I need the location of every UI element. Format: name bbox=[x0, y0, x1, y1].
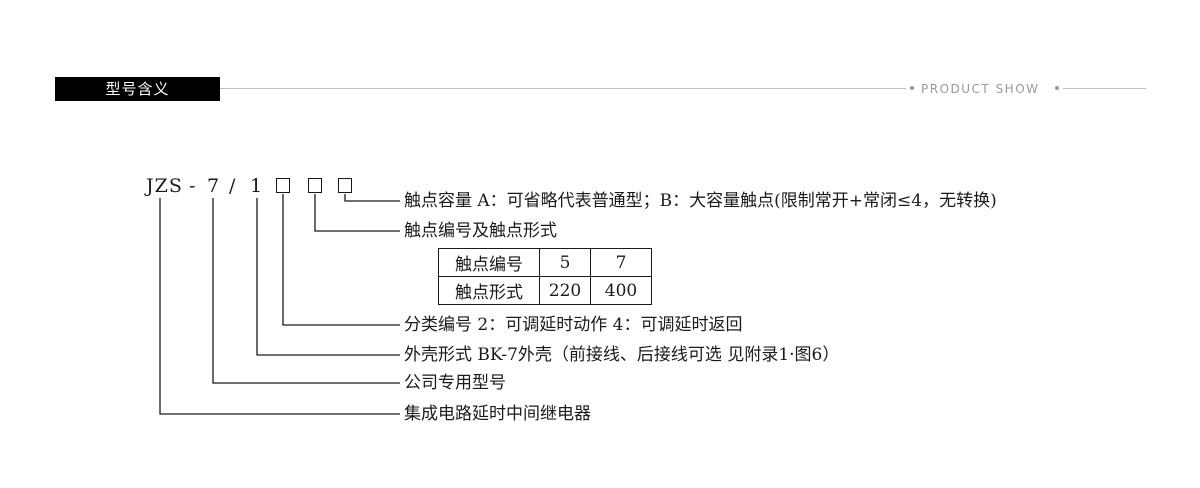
table-cell: 触点编号 bbox=[438, 248, 540, 277]
model-digit-b: 1 bbox=[250, 175, 264, 197]
product-show-label: PRODUCT SHOW bbox=[921, 82, 1040, 96]
divider-dot-left bbox=[910, 86, 914, 90]
table-cell: 7 bbox=[590, 248, 652, 277]
table-row: 触点形式 220 400 bbox=[438, 276, 652, 305]
label-classification: 分类编号 2：可调延时动作 4：可调延时返回 bbox=[404, 315, 743, 335]
header-divider-left bbox=[220, 88, 906, 89]
code-box-contact-number bbox=[308, 178, 322, 193]
model-prefix: JZS bbox=[146, 175, 183, 197]
contact-table: 触点编号 5 7 触点形式 220 400 bbox=[438, 248, 652, 305]
table-cell: 400 bbox=[590, 276, 652, 305]
code-box-classification bbox=[276, 178, 290, 193]
section-tag: 型号含义 bbox=[55, 77, 220, 101]
table-cell: 触点形式 bbox=[438, 276, 540, 305]
leader-contact-capacity bbox=[344, 194, 400, 202]
label-contact-number-form: 触点编号及触点形式 bbox=[404, 221, 557, 241]
leader-product bbox=[159, 198, 400, 415]
code-box-contact-capacity bbox=[338, 178, 352, 193]
leader-company-model bbox=[212, 198, 400, 384]
label-contact-capacity: 触点容量 A：可省略代表普通型；B：大容量触点(限制常开+常闭≤4，无转换) bbox=[404, 191, 997, 211]
label-company-model: 公司专用型号 bbox=[404, 373, 506, 393]
table-cell: 5 bbox=[539, 248, 591, 277]
model-slash: / bbox=[229, 175, 237, 197]
divider-dot-right bbox=[1055, 86, 1059, 90]
model-dash: - bbox=[189, 175, 197, 197]
model-digit-a: 7 bbox=[207, 175, 221, 197]
label-product: 集成电路延时中间继电器 bbox=[404, 404, 591, 424]
leader-classification bbox=[282, 194, 400, 326]
leader-shell-form bbox=[256, 198, 400, 356]
table-cell: 220 bbox=[539, 276, 591, 305]
label-shell-form: 外壳形式 BK-7外壳（前接线、后接线可选 见附录1·图6） bbox=[404, 345, 840, 365]
leader-contact-number bbox=[314, 194, 400, 232]
header-divider-right bbox=[1063, 88, 1146, 89]
table-row: 触点编号 5 7 bbox=[438, 248, 652, 277]
